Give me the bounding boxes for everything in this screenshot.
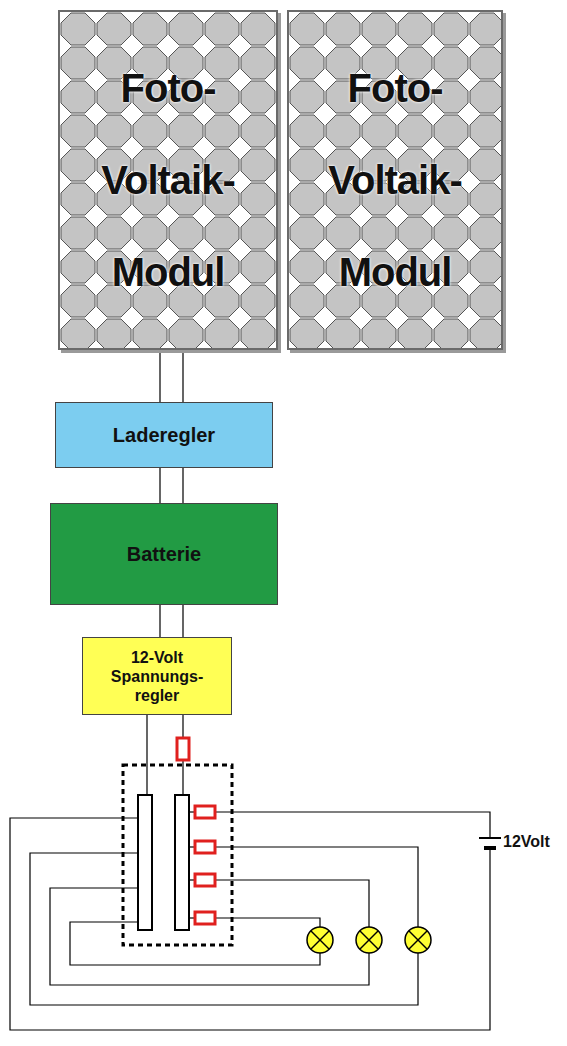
lamp-symbols — [307, 927, 431, 953]
charge-controller-box: Laderegler — [55, 402, 273, 468]
wire-pair — [160, 468, 183, 503]
wires — [10, 715, 490, 1030]
box-label: Foto- Voltaik- Modul — [73, 42, 263, 318]
bus-bar — [138, 795, 152, 930]
box-label: Foto- Voltaik- Modul — [300, 42, 490, 318]
box-label: Batterie — [127, 542, 201, 566]
fuse-symbols — [177, 738, 215, 924]
wire-pair — [160, 350, 183, 402]
solar-cells — [60, 12, 276, 348]
solar-cells — [289, 12, 501, 348]
box-label: Laderegler — [113, 423, 215, 447]
battery-box: Batterie — [50, 503, 278, 605]
pv-module: Foto- Voltaik- Modul — [58, 10, 278, 350]
voltage-regulator-box: 12-Volt Spannungs- regler — [82, 637, 232, 715]
pv-module: Foto- Voltaik- Modul — [287, 10, 503, 350]
voltage-label: 12Volt — [503, 833, 550, 851]
wire-pair — [160, 605, 183, 637]
box-label: 12-Volt Spannungs- regler — [101, 648, 213, 705]
bus-bar — [175, 795, 189, 930]
distribution-box — [123, 765, 232, 945]
battery-symbol — [479, 838, 501, 848]
